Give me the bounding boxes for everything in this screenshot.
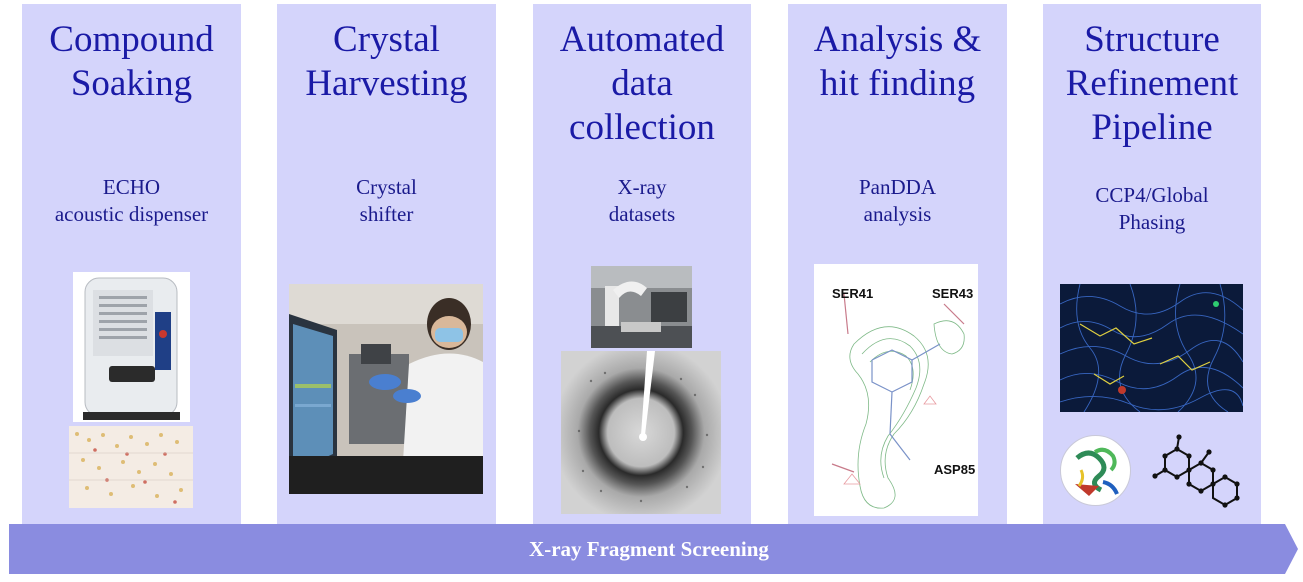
step-subtitle: CCP4/Global Phasing [1095,183,1209,234]
workflow-banner-arrow: X-ray Fragment Screening [9,524,1299,574]
electron-density-map-image: SER41 SER43 ASP85 [814,264,978,516]
step-subtitle: PanDDA analysis [859,175,936,226]
residue-label-ser43: SER43 [932,286,974,301]
step-subtitle: Crystal shifter [356,175,417,226]
residue-label-ser41: SER41 [832,286,874,301]
refined-density-map-image [1060,284,1243,412]
crystal-shifter-photo [289,284,483,494]
workflow-banner-label: X-ray Fragment Screening [529,537,769,561]
step-panel-structure-refinement-pipeline: Structure Refinement Pipeline CCP4/Globa… [1043,4,1261,524]
residue-label-asp85: ASP85 [934,462,976,477]
compound-plate-image [69,426,193,508]
step-panel-compound-soaking: Compound Soaking ECHO acoustic dispenser [22,4,241,524]
step-subtitle: X-ray datasets [608,175,676,226]
ligand-structure-icon [1147,432,1247,512]
step-title: Analysis & hit finding [813,19,982,104]
diffraction-pattern-image [561,351,721,514]
step-title: Automated data collection [559,19,725,148]
step-panel-automated-data-collection: Automated data collection X-ray datasets [533,4,751,524]
step-panel-crystal-harvesting: Crystal Harvesting Crystal shifter [277,4,496,524]
step-subtitle: ECHO acoustic dispenser [54,175,209,226]
beamline-robot-photo [591,266,692,348]
echo-dispenser-image [73,272,190,422]
step-panel-analysis-hit-finding: Analysis & hit finding PanDDA analysis [788,4,1007,524]
protein-ribbon-icon [1059,434,1132,507]
step-title: Crystal Harvesting [305,19,468,104]
step-title: Structure Refinement Pipeline [1065,19,1239,148]
step-title: Compound Soaking [49,19,214,104]
